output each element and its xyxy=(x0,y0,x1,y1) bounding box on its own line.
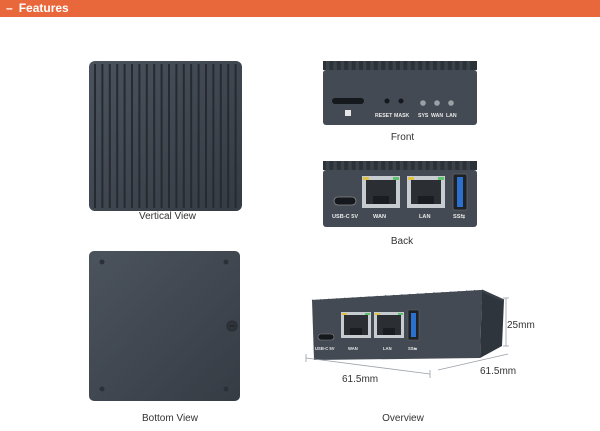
collapse-icon[interactable]: – xyxy=(6,1,13,15)
back-usb3-label: SS⇆ xyxy=(453,212,465,220)
usbc-label: USB-C 5V xyxy=(332,214,358,220)
section-title: Features xyxy=(18,1,69,15)
front-view-caption: Front xyxy=(390,132,415,143)
back-wan-label: WAN xyxy=(373,214,386,220)
vertical-view-caption: Vertical View xyxy=(138,211,197,222)
features-header[interactable]: – Features xyxy=(0,0,600,17)
overview-caption: Overview xyxy=(382,413,424,424)
lan-label: LAN xyxy=(446,113,457,119)
height-dimension: 25mm xyxy=(507,320,535,331)
overview-usbc-label: USB-C 5V xyxy=(315,346,335,351)
back-view-image: USB-C 5V WAN LAN SS⇆ xyxy=(323,161,477,227)
width-dimension: 61.5mm xyxy=(342,374,379,385)
bottom-view-caption: Bottom View xyxy=(142,413,198,424)
overview-usb3-label: SS⇆ xyxy=(408,345,418,352)
mask-label: MASK xyxy=(394,113,410,119)
reset-label: RESET xyxy=(375,113,393,119)
vertical-view-image xyxy=(89,61,242,211)
overview-lan-label: LAN xyxy=(383,346,392,351)
front-view-image: RESET MASK SYS WAN LAN xyxy=(323,61,477,125)
sys-label: SYS xyxy=(418,113,429,119)
back-view-caption: Back xyxy=(390,236,414,247)
overview-wan-label: WAN xyxy=(348,346,358,351)
overview-image: USB-C 5V WAN LAN SS⇆ xyxy=(305,289,509,378)
bottom-view-image xyxy=(89,251,240,401)
back-lan-label: LAN xyxy=(419,214,431,220)
wan-label: WAN xyxy=(431,113,443,119)
depth-dimension: 61.5mm xyxy=(480,366,517,377)
